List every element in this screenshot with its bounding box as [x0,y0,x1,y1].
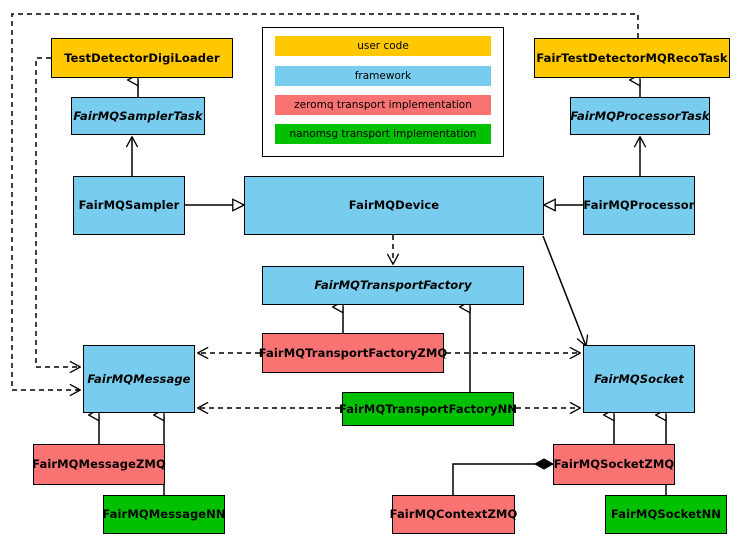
class-label: FairMQContextZMQ [389,507,518,522]
edge-contextzmq-socketzmq [452,464,553,495]
legend-label-user-code: user code [357,40,409,52]
class-node-fairmqtransportfactory[interactable]: FairMQTransportFactory [262,266,524,305]
class-node-fairmqdevice[interactable]: FairMQDevice [244,176,544,235]
class-node-fairmqsocket[interactable]: FairMQSocket [583,345,695,413]
class-label: FairMQSocketNN [610,507,722,522]
class-node-fairmqsamplertask[interactable]: FairMQSamplerTask [71,97,205,135]
legend-item-zeromq: zeromq transport implementation [275,95,491,115]
class-node-fairmqcontextzmq[interactable]: FairMQContextZMQ [389,495,518,534]
legend-label-nanomsg: nanomsg transport implementation [289,128,477,140]
class-node-fairtestdetectormqrecotask[interactable]: FairTestDetectorMQRecoTask [534,38,730,78]
class-label: FairMQMessageZMQ [32,457,166,472]
class-label: FairMQMessageNN [102,507,226,522]
class-node-fairmqmessagezmq[interactable]: FairMQMessageZMQ [32,444,166,485]
class-label: FairMQProcessorTask [570,108,710,123]
class-label: FairMQTransportFactory [314,278,472,293]
class-node-fairmqprocessor[interactable]: FairMQProcessor [583,176,695,235]
class-label: FairTestDetectorMQRecoTask [536,50,728,65]
class-label: FairMQTransportFactoryNN [338,401,518,416]
class-label: FairMQMessage [87,371,191,386]
class-label: TestDetectorDigiLoader [64,50,220,65]
legend-label-zeromq: zeromq transport implementation [294,99,472,111]
class-node-fairmqsocketzmq[interactable]: FairMQSocketZMQ [553,444,675,485]
legend-item-framework: framework [275,66,491,86]
class-node-fairmqsocketnn[interactable]: FairMQSocketNN [605,495,727,534]
class-node-testdetectordigiloader[interactable]: TestDetectorDigiLoader [51,38,233,78]
class-node-fairmqprocessortask[interactable]: FairMQProcessorTask [570,97,710,135]
class-label: FairMQTransportFactoryZMQ [258,345,448,360]
edge-device-socket [542,235,586,346]
class-label: FairMQSamplerTask [73,108,203,123]
class-label: FairMQSocket [594,371,684,386]
legend-item-nanomsg: nanomsg transport implementation [275,124,491,144]
class-node-fairmqmessagenn[interactable]: FairMQMessageNN [102,495,226,534]
class-node-fairmqtransportfactoryzmq[interactable]: FairMQTransportFactoryZMQ [259,333,447,373]
legend-item-user-code: user code [275,36,491,56]
class-node-fairmqmessage[interactable]: FairMQMessage [83,345,195,413]
class-label: FairMQSocketZMQ [553,457,675,472]
class-label: FairMQSampler [78,198,180,213]
legend-label-framework: framework [354,70,412,82]
class-node-fairmqsampler[interactable]: FairMQSampler [73,176,185,235]
class-label: FairMQProcessor [583,198,695,213]
class-label: FairMQDevice [348,198,440,213]
class-node-fairmqtransportfactorynn[interactable]: FairMQTransportFactoryNN [338,392,518,426]
